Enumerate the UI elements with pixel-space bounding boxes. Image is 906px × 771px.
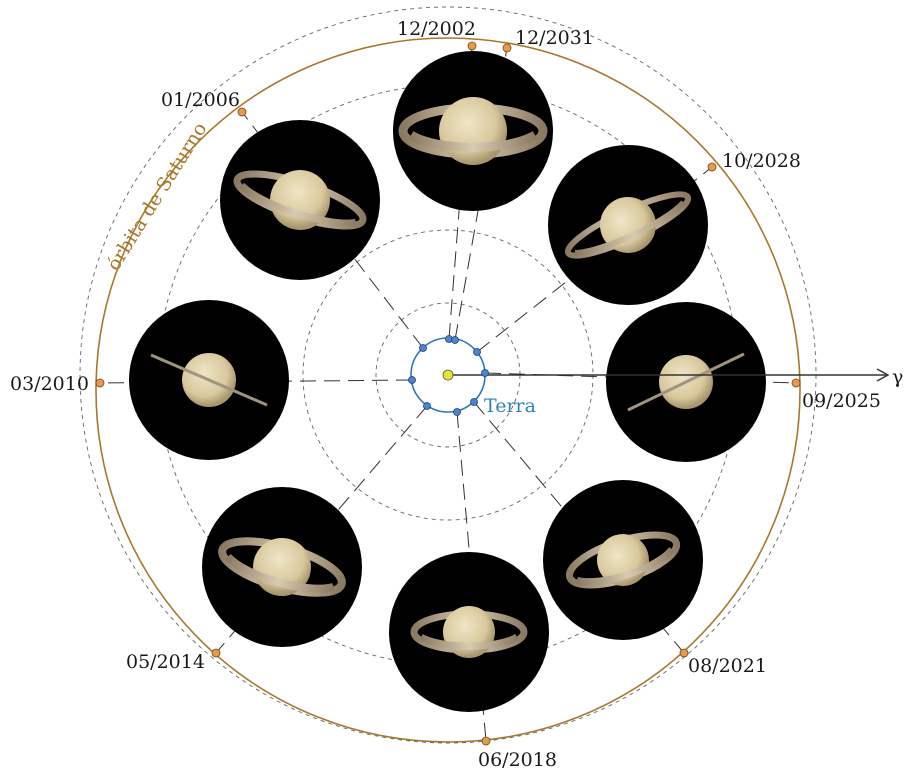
saturn-point [707,162,717,172]
earth-point [453,408,461,416]
saturn-view-2002 [393,51,553,211]
saturn-point [481,736,491,746]
date-label-2002: 12/2002 [397,18,476,40]
saturn-point [791,378,801,388]
date-label-2025: 09/2025 [802,390,881,412]
earth-point [473,348,481,356]
saturn-view-2006 [220,120,380,280]
date-label-2006: 01/2006 [161,89,240,111]
earth-positions [408,335,489,416]
saturn-positions [95,41,801,746]
saturn-point [211,648,221,658]
earth-point [470,398,478,406]
earth-point [419,344,427,352]
earth-point [481,369,489,377]
sun [442,369,454,381]
saturn-view-2014 [202,487,362,647]
saturn-point [95,378,105,388]
date-label-2021: 08/2021 [688,655,767,677]
saturn-view-2025 [606,302,766,462]
saturn-point [679,648,689,658]
earth-point [423,402,431,410]
saturn-point [467,41,477,51]
saturn-orbit-label: órbita de Saturno [103,119,212,275]
date-label-2031: 12/2031 [515,27,594,49]
saturn-point [237,107,247,117]
date-label-2014: 05/2014 [126,651,205,673]
date-label-2010: 03/2010 [10,373,89,395]
date-label-2018: 06/2018 [478,749,557,771]
date-labels: 12/2002 12/2031 10/2028 09/2025 08/2021 … [10,18,881,771]
vernal-point-symbol: γ [892,366,903,388]
date-label-2028: 10/2028 [722,150,801,172]
earth-point [451,336,459,344]
saturn-orbit [95,37,801,743]
earth-point [408,376,416,384]
earth-label: Terra [484,395,536,417]
saturn-views [129,51,766,712]
saturn-view-2018 [389,552,549,712]
saturn-point [502,43,512,53]
saturn-view-2028 [548,145,708,305]
saturn-view-2010 [129,300,289,460]
vernal-axis [448,368,890,382]
saturn-view-2021 [543,480,703,640]
